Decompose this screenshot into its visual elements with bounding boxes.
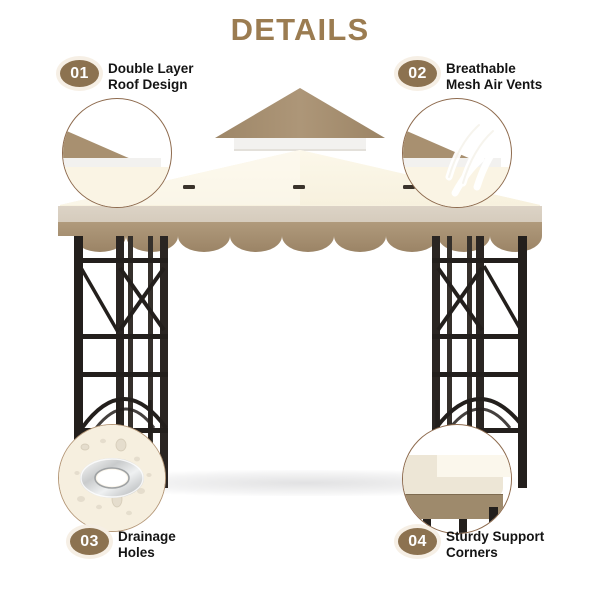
callout-04[interactable]: 04 Sturdy Support Corners <box>398 528 544 562</box>
callout-01[interactable]: 01 Double Layer Roof Design <box>60 60 194 94</box>
valance-lower-scallop <box>58 222 542 252</box>
callout-03[interactable]: 03 Drainage Holes <box>70 528 176 562</box>
zoom-support-post-right <box>459 519 467 533</box>
callout-label-03: Drainage Holes <box>118 529 176 561</box>
callout-badge-04: 04 <box>398 528 437 555</box>
magnifier-circle-drainage-grommet <box>58 424 166 532</box>
magnifier-circle-support-corner <box>402 424 512 534</box>
zoom-lower-canopy-layer <box>63 167 171 207</box>
mesh-vent-band <box>234 138 366 150</box>
callout-02[interactable]: 02 Breathable Mesh Air Vents <box>398 60 542 94</box>
zoom-mesh-gap <box>63 158 161 167</box>
page-title: DETAILS <box>230 12 370 47</box>
callout-label-04: Sturdy Support Corners <box>446 529 545 561</box>
callout-label-02: Breathable Mesh Air Vents <box>446 61 543 93</box>
magnifier-circle-roof-layers <box>62 98 172 208</box>
magnifier-circle-air-vents <box>402 98 512 208</box>
callout-badge-01: 01 <box>60 60 99 87</box>
callout-badge-02: 02 <box>398 60 437 87</box>
callout-label-01: Double Layer Roof Design <box>108 61 194 93</box>
zoom-valance-band <box>403 495 503 519</box>
zoom-support-post-outer <box>489 507 498 533</box>
zoom-support-post-left <box>423 519 431 533</box>
zoom-canopy-highlight <box>437 455 511 477</box>
peak-vent-cap <box>215 88 385 138</box>
zoom-upper-roof-layer <box>63 125 131 159</box>
airflow-lines-icon <box>445 121 509 197</box>
drainage-grommet-icon <box>74 438 152 516</box>
callout-badge-03: 03 <box>70 528 109 555</box>
